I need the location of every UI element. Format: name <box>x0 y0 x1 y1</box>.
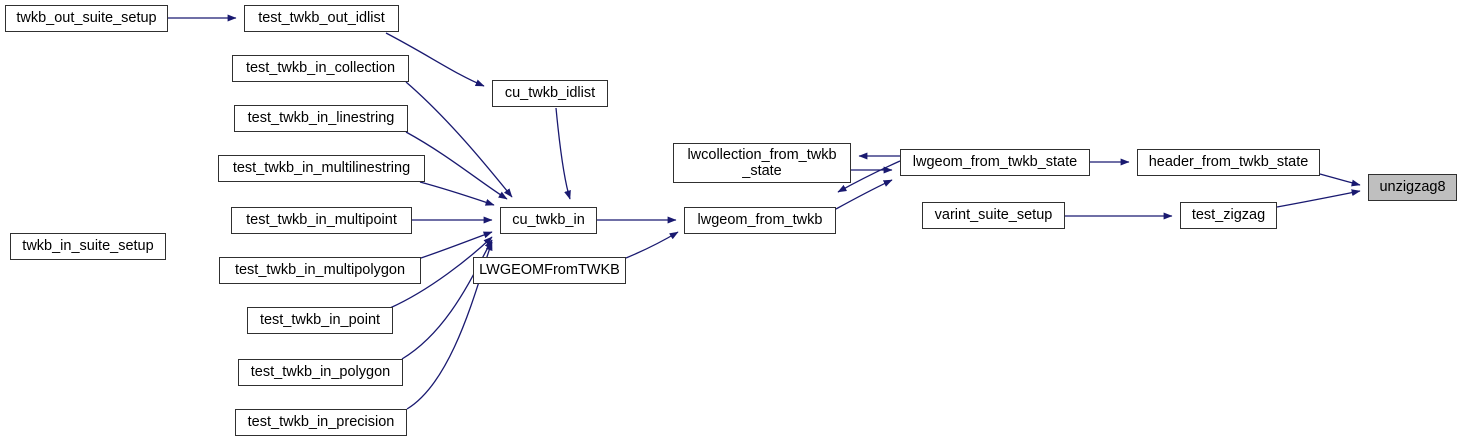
graph-node-label: lwgeom_from_twkb_state <box>912 154 1078 171</box>
graph-edge-test_twkb_in_polygon--to--cu_twkb_in <box>401 239 493 360</box>
graph-node-label: test_twkb_in_collection <box>245 60 396 77</box>
graph-node-label: LWGEOMFromTWKB <box>479 262 620 279</box>
graph-edge-LWGEOMFromTWKB--to--lwgeom_from_twkb <box>625 231 679 259</box>
graph-node-label: cu_twkb_idlist <box>504 85 596 102</box>
graph-node-varint_suite_setup[interactable]: varint_suite_setup <box>922 202 1065 229</box>
graph-node-label: test_twkb_in_multipoint <box>246 212 397 229</box>
graph-node-label: test_twkb_in_polygon <box>250 364 391 381</box>
graph-node-unzigzag8[interactable]: unzigzag8 <box>1368 174 1457 201</box>
graph-node-test_twkb_in_multipoint[interactable]: test_twkb_in_multipoint <box>231 207 412 234</box>
graph-node-label: varint_suite_setup <box>934 207 1053 224</box>
graph-node-header_from_twkb_state[interactable]: header_from_twkb_state <box>1137 149 1320 176</box>
graph-node-twkb_out_suite_setup[interactable]: twkb_out_suite_setup <box>5 5 168 32</box>
graph-edge-test_twkb_in_multipolygon--to--cu_twkb_in <box>417 231 493 260</box>
graph-node-label: lwcollection_from_twkb _state <box>687 146 837 179</box>
graph-node-label: test_twkb_in_point <box>259 312 381 329</box>
graph-node-test_twkb_in_multilinestring[interactable]: test_twkb_in_multilinestring <box>218 155 425 182</box>
graph-node-test_twkb_in_collection[interactable]: test_twkb_in_collection <box>232 55 409 82</box>
graph-node-label: header_from_twkb_state <box>1148 154 1309 171</box>
graph-node-cu_twkb_idlist[interactable]: cu_twkb_idlist <box>492 80 608 107</box>
graph-node-label: test_twkb_in_precision <box>247 414 395 431</box>
graph-node-cu_twkb_in[interactable]: cu_twkb_in <box>500 207 597 234</box>
graph-edge-test_twkb_in_collection--to--cu_twkb_in <box>405 81 513 198</box>
graph-node-test_twkb_in_precision[interactable]: test_twkb_in_precision <box>235 409 407 436</box>
graph-node-label: twkb_out_suite_setup <box>16 10 157 27</box>
graph-edge-test_zigzag--to--unzigzag8 <box>1276 189 1361 208</box>
graph-node-label: test_twkb_in_linestring <box>247 110 395 127</box>
graph-edge-test_twkb_in_point--to--cu_twkb_in <box>389 236 493 309</box>
graph-node-lwcollection_from_twkb_state[interactable]: lwcollection_from_twkb _state <box>673 143 851 183</box>
graph-node-test_twkb_out_idlist[interactable]: test_twkb_out_idlist <box>244 5 399 32</box>
graph-node-label: test_twkb_out_idlist <box>258 10 385 27</box>
graph-node-test_twkb_in_polygon[interactable]: test_twkb_in_polygon <box>238 359 403 386</box>
graph-node-test_twkb_in_point[interactable]: test_twkb_in_point <box>247 307 393 334</box>
graph-edge-test_twkb_in_linestring--to--cu_twkb_in <box>405 131 508 200</box>
graph-node-label: test_zigzag <box>1191 207 1266 224</box>
graph-edge-test_twkb_in_multilinestring--to--cu_twkb_in <box>419 181 495 206</box>
graph-node-label: test_twkb_in_multilinestring <box>232 160 411 177</box>
graph-node-label: cu_twkb_in <box>512 212 585 229</box>
graph-node-twkb_in_suite_setup[interactable]: twkb_in_suite_setup <box>10 233 166 260</box>
graph-node-label: test_twkb_in_multipolygon <box>234 262 406 279</box>
graph-node-test_twkb_in_linestring[interactable]: test_twkb_in_linestring <box>234 105 408 132</box>
graph-edge-lwgeom_from_twkb--to--lwgeom_from_twkb_state <box>835 179 893 210</box>
graph-node-label: lwgeom_from_twkb <box>697 212 823 229</box>
graph-node-label: twkb_in_suite_setup <box>22 238 154 255</box>
graph-node-lwgeom_from_twkb[interactable]: lwgeom_from_twkb <box>684 207 836 234</box>
graph-node-lwgeom_from_twkb_state[interactable]: lwgeom_from_twkb_state <box>900 149 1090 176</box>
graph-node-LWGEOMFromTWKB[interactable]: LWGEOMFromTWKB <box>473 257 626 284</box>
graph-node-label: unzigzag8 <box>1379 179 1446 196</box>
graph-edge-cu_twkb_idlist--to--cu_twkb_in <box>555 107 571 200</box>
graph-edge-lwgeom_from_twkb_state--to--lwgeom_from_twkb <box>837 160 901 193</box>
graph-node-test_twkb_in_multipolygon[interactable]: test_twkb_in_multipolygon <box>219 257 421 284</box>
graph-node-test_zigzag[interactable]: test_zigzag <box>1180 202 1277 229</box>
graph-edge-test_twkb_out_idlist--to--cu_twkb_idlist <box>385 32 485 87</box>
graph-edge-header_from_twkb_state--to--unzigzag8 <box>1319 173 1361 187</box>
